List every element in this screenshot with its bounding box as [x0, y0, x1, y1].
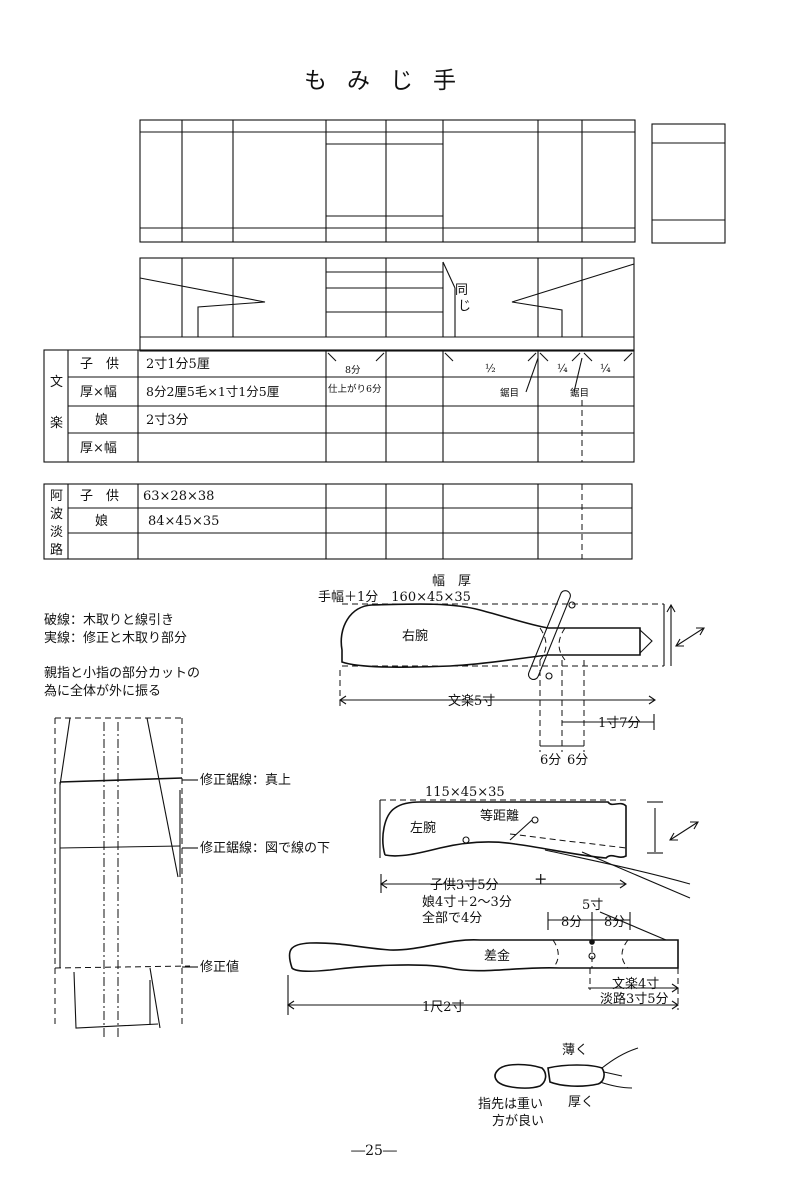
bunraku-label-2: 楽 [50, 415, 63, 431]
right-arm-dimensions [339, 660, 656, 752]
dim-eight-bu: 8分 [345, 365, 361, 376]
left-arm-shape [379, 799, 699, 899]
same-label-2: じ [458, 299, 471, 314]
dim-quarter-2: ¼ [600, 362, 611, 375]
awaji-label-4: 路 [50, 542, 63, 558]
bunraku-row-value: 2寸1分5厘 [146, 357, 210, 372]
page-number: ―25― [351, 1143, 397, 1159]
awaji-row-label: 子 供 [80, 489, 119, 504]
awaji-row-value: 84×45×35 [148, 514, 219, 529]
sashigane-awaji: 淡路3寸5分 [600, 991, 669, 1007]
finger-sketch [494, 1047, 639, 1089]
right-arm-shape [340, 590, 705, 681]
note-dashed: 破線：木取りと線引き [44, 612, 174, 628]
bunraku-row-value: 8分2厘5毛×1寸1分5厘 [146, 384, 279, 399]
top-view-block [139, 119, 636, 243]
bunraku-row-label: 厚×幅 [80, 441, 117, 456]
note-cut-2: 為に全体が外に振る [44, 683, 161, 699]
page-title: もみじ手 [304, 68, 476, 94]
right-arm-six-b: 6分 [567, 753, 588, 768]
note-solid: 実線：修正と木取り部分 [44, 630, 187, 646]
left-arm-label: 左腕 [410, 820, 436, 836]
bunraku-row-label: 娘 [95, 413, 108, 428]
left-arm-dimensions [380, 874, 627, 893]
bunraku-label-1: 文 [50, 375, 63, 390]
dim-quarter-1: ¼ [557, 362, 568, 375]
side-view-block [139, 257, 635, 352]
hand-profile-drawing [54, 717, 191, 1040]
left-arm-plus: + [534, 869, 547, 888]
right-arm-one-sun: 1寸7分 [598, 716, 641, 731]
bunraku-row-value: 2寸3分 [146, 413, 189, 428]
awaji-label-3: 淡 [50, 525, 63, 540]
left-arm-child: 子供3寸5分 [430, 878, 499, 893]
right-arm-header: 幅 厚 [432, 574, 471, 589]
awaji-table [43, 483, 633, 560]
awaji-label-1: 阿 [50, 489, 63, 504]
sashigane-length: 1尺2寸 [422, 1000, 465, 1015]
right-arm-length: 文楽5寸 [448, 693, 495, 709]
dim-saw-2: 鋸目 [570, 387, 589, 399]
left-arm-dims: 115×45×35 [425, 785, 505, 800]
sashigane-bunraku: 文楽4寸 [612, 976, 659, 992]
table-dimension-marks [327, 352, 633, 393]
right-arm-six-a: 6分 [540, 753, 561, 768]
awaji-row-value: 63×28×38 [143, 489, 214, 504]
label-saw-below: 修正鋸線：図で線の下 [200, 840, 330, 856]
dim-finish: 仕上がり6分 [328, 383, 382, 395]
label-saw-true: 修正鋸線：真上 [200, 772, 291, 788]
dim-half: ½ [485, 362, 496, 375]
dim-saw-1: 鋸目 [500, 387, 519, 399]
bunraku-table [43, 349, 635, 463]
sashigane-five-sun: 5寸 [582, 898, 603, 913]
left-arm-total: 全部で4分 [422, 910, 482, 926]
sashigane-label: 差金 [484, 948, 510, 964]
note-cut-1: 親指と小指の部分カットの [44, 666, 200, 681]
right-arm-label: 右腕 [402, 628, 428, 644]
right-arm-dims: 手幅＋1分 160×45×35 [318, 590, 471, 605]
finger-thin: 薄く [562, 1043, 588, 1058]
bunraku-row-label: 子 供 [80, 357, 119, 372]
awaji-row-label: 娘 [95, 514, 108, 529]
sashigane-eight-a: 8分 [561, 915, 582, 930]
sashigane-eight-b: 8分 [604, 915, 625, 930]
finger-note-1: 指先は重い [478, 1096, 543, 1112]
left-arm-equidistant: 等距離 [480, 808, 519, 824]
end-view-block [651, 123, 726, 244]
same-label-1: 同 [455, 283, 468, 298]
label-correction: 修正値 [200, 959, 239, 975]
awaji-label-2: 波 [50, 507, 63, 522]
sashigane-shape [287, 911, 679, 1015]
left-arm-daughter: 娘4寸＋2～3分 [422, 895, 512, 910]
finger-note-2: 方が良い [492, 1113, 544, 1129]
bunraku-row-label: 厚×幅 [80, 385, 117, 400]
finger-thick: 厚く [568, 1095, 594, 1110]
